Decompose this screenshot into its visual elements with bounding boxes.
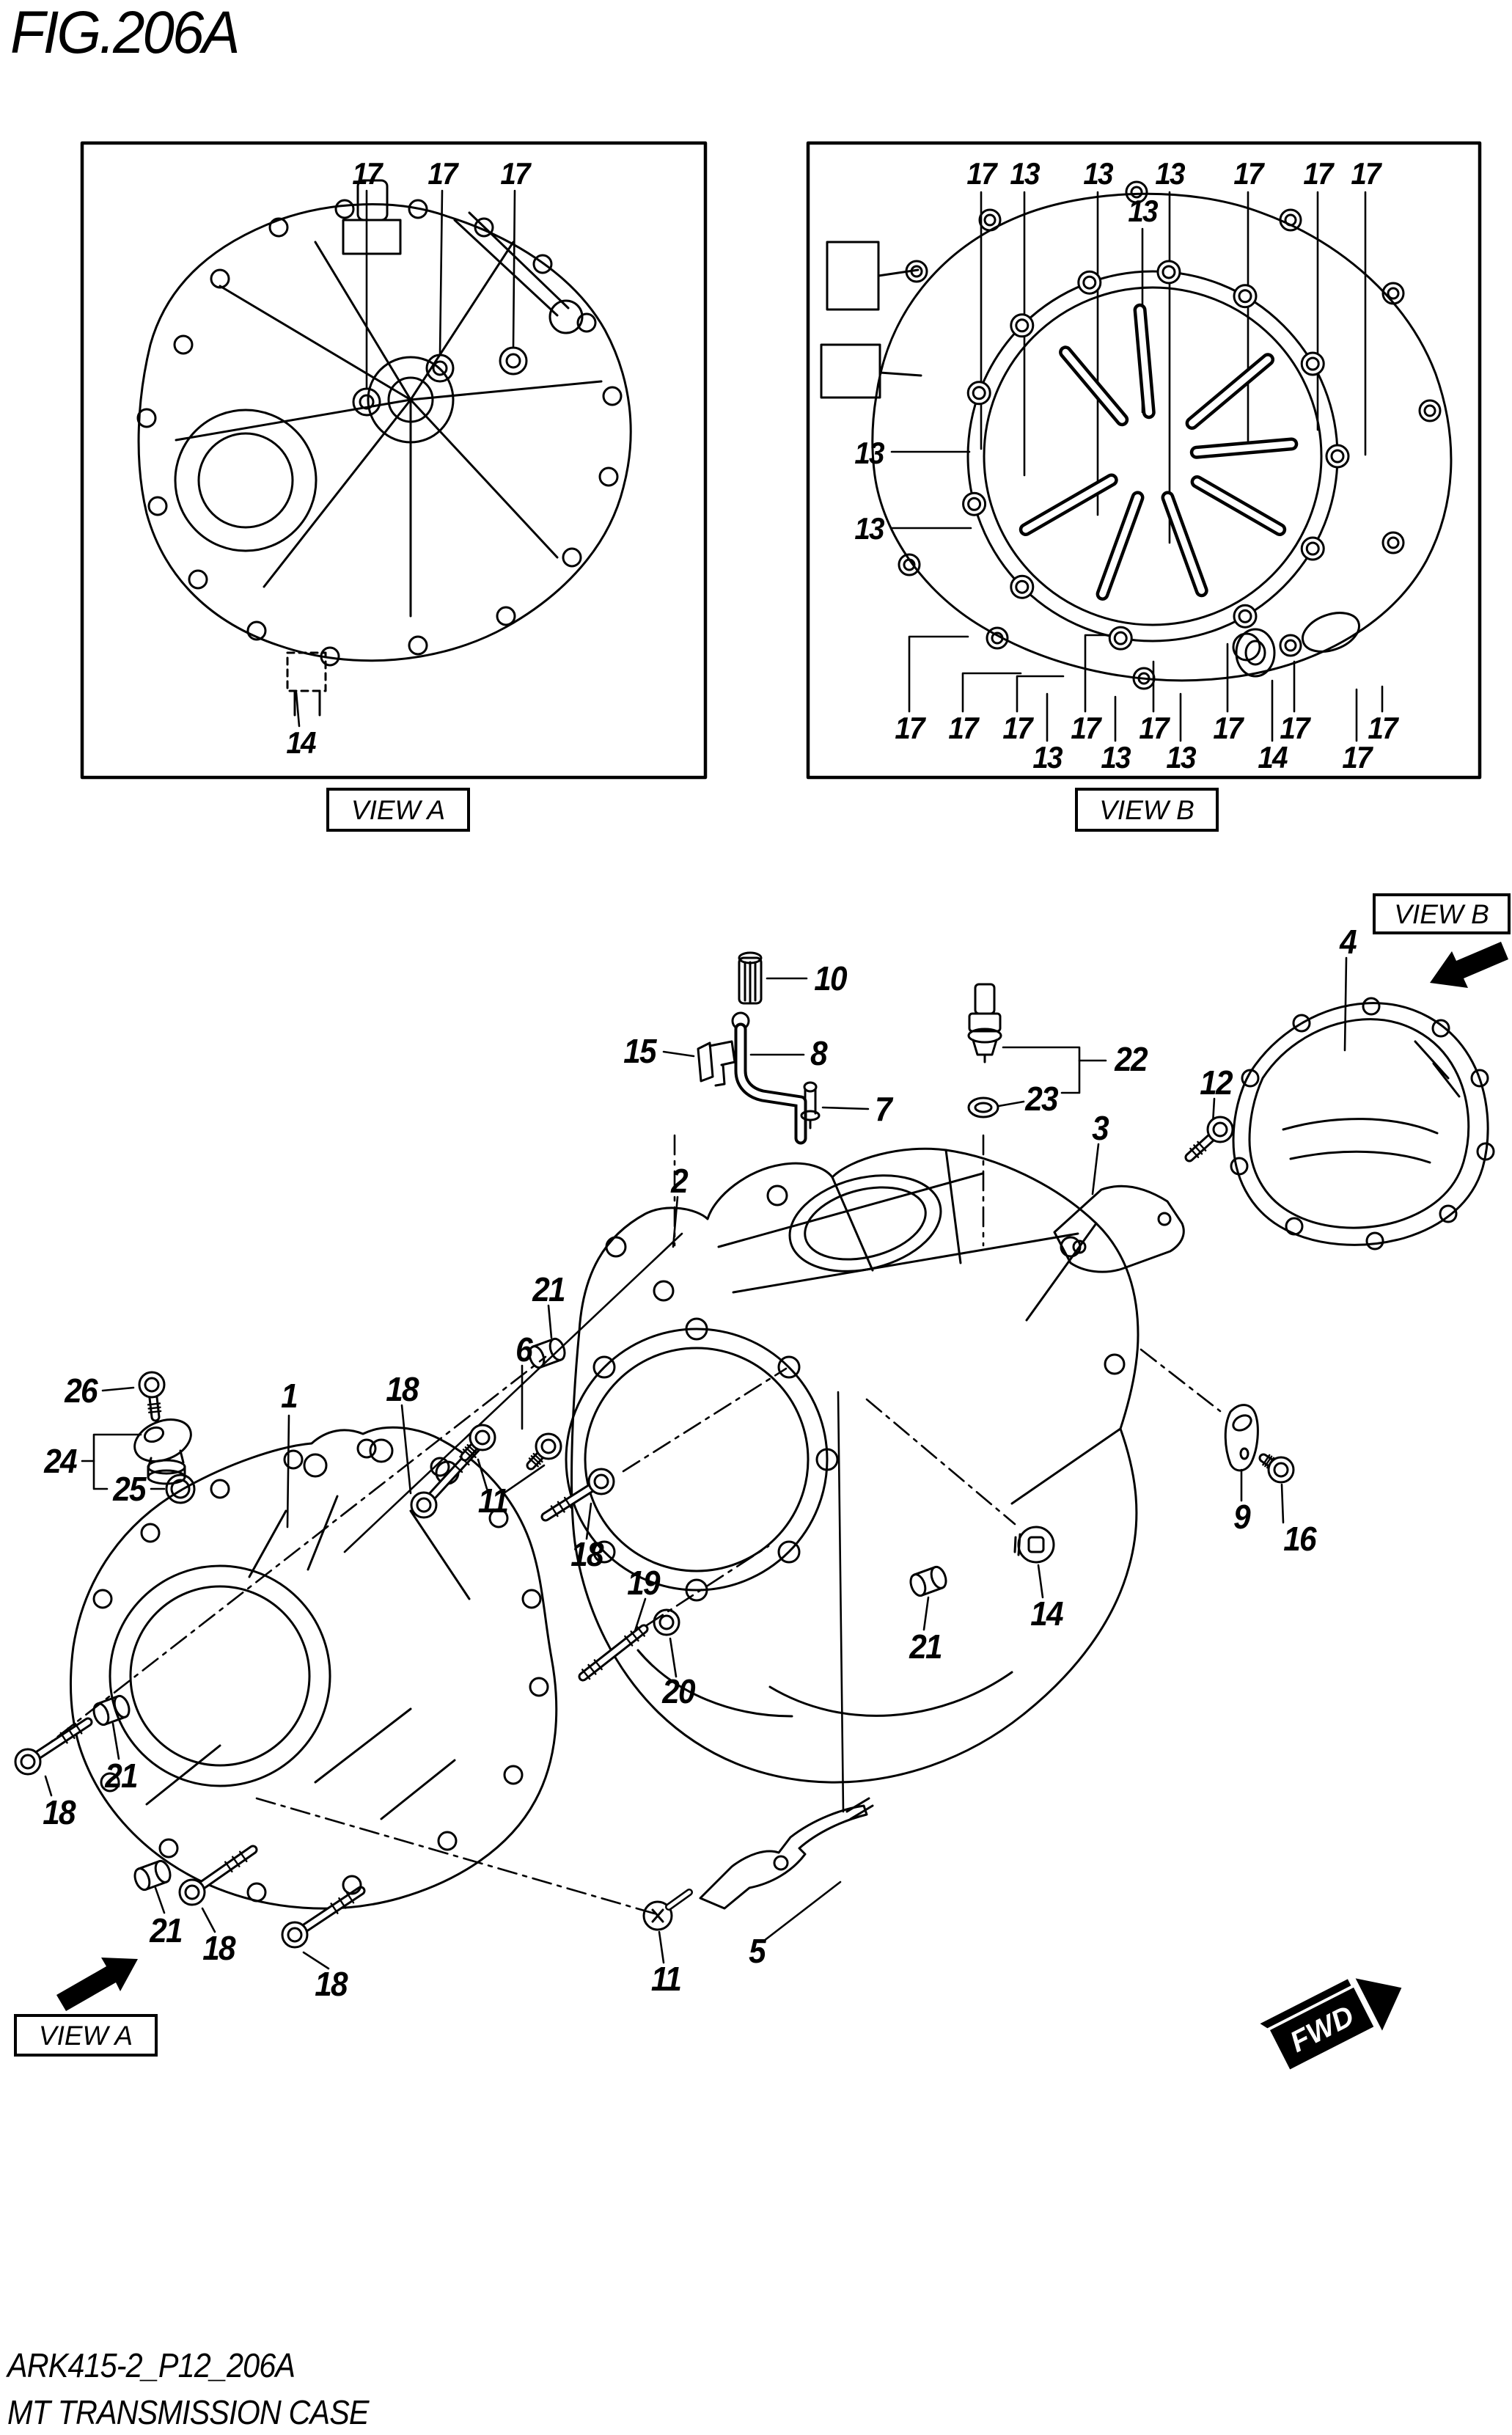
callout-11: 11	[477, 1482, 509, 1520]
callout-13: 13	[854, 436, 884, 470]
view-b-pointer-label: VIEW B	[1373, 893, 1511, 934]
callout-13: 13	[1010, 156, 1040, 191]
callout-21: 21	[532, 1270, 565, 1308]
callout-17: 17	[1368, 711, 1398, 745]
callout-14: 14	[1258, 740, 1288, 775]
view-b-direction-arrow	[1430, 942, 1508, 988]
callout-18: 18	[315, 1965, 348, 2003]
small-parts-art	[133, 951, 1259, 1931]
callout-5: 5	[749, 1932, 766, 1970]
callout-13: 13	[1166, 740, 1196, 775]
drawing-code: ARK415-2_P12_206A	[7, 2346, 296, 2384]
fwd-arrow: FWD	[1260, 1978, 1402, 2070]
callout-17: 17	[1071, 711, 1101, 745]
callout-9: 9	[1233, 1498, 1251, 1536]
callout-14: 14	[1030, 1594, 1063, 1633]
callout-13: 13	[1155, 156, 1185, 191]
callout-13: 13	[1128, 194, 1158, 228]
callout-3: 3	[1092, 1109, 1109, 1147]
view-a-direction-arrow	[56, 1958, 138, 2011]
view-a-box-label: VIEW A	[326, 788, 470, 832]
callout-13: 13	[854, 511, 884, 546]
callout-8: 8	[810, 1034, 828, 1072]
callout-17: 17	[1213, 711, 1243, 745]
callout-17: 17	[427, 156, 458, 191]
view-a-box-art	[80, 141, 708, 780]
callout-17: 17	[1342, 740, 1372, 775]
callout-21: 21	[150, 1911, 183, 1949]
callout-17: 17	[895, 711, 925, 745]
transmission-case-right-art	[565, 1147, 1139, 1784]
callout-11: 11	[650, 1960, 682, 1998]
callout-17: 17	[966, 156, 997, 191]
leader-lines	[44, 189, 1384, 1970]
callout-13: 13	[1083, 156, 1113, 191]
callout-25: 25	[113, 1470, 146, 1508]
callout-13: 13	[1032, 740, 1063, 775]
callout-20: 20	[662, 1672, 695, 1710]
callout-22: 22	[1115, 1040, 1148, 1078]
callout-21: 21	[105, 1757, 138, 1795]
callout-17: 17	[1351, 156, 1381, 191]
callout-17: 17	[500, 156, 530, 191]
callout-2: 2	[671, 1162, 689, 1200]
callout-17: 17	[1139, 711, 1169, 745]
callout-17: 17	[948, 711, 978, 745]
callout-10: 10	[814, 959, 847, 997]
callout-18: 18	[570, 1535, 603, 1573]
callout-14: 14	[286, 725, 316, 760]
transmission-case-left-art	[70, 1426, 558, 1910]
callout-6: 6	[515, 1330, 533, 1369]
callout-4: 4	[1340, 923, 1357, 961]
centerlines	[28, 1134, 1222, 1916]
callout-23: 23	[1025, 1080, 1058, 1118]
callout-24: 24	[44, 1442, 77, 1480]
callout-7: 7	[875, 1090, 892, 1128]
callout-13: 13	[1101, 740, 1131, 775]
figure-title: FIG.206A	[10, 0, 240, 66]
callout-21: 21	[909, 1627, 942, 1666]
callout-17: 17	[1280, 711, 1310, 745]
callout-17: 17	[1233, 156, 1263, 191]
callout-16: 16	[1283, 1520, 1316, 1558]
callout-18: 18	[202, 1929, 235, 1967]
callout-26: 26	[65, 1372, 98, 1410]
view-b-box-label: VIEW B	[1075, 788, 1219, 832]
callout-17: 17	[1002, 711, 1032, 745]
callout-18: 18	[386, 1370, 419, 1408]
callout-12: 12	[1200, 1063, 1233, 1102]
bell-cover-art	[1232, 1002, 1489, 1246]
callout-1: 1	[281, 1377, 298, 1415]
callout-15: 15	[623, 1032, 656, 1070]
view-a-pointer-label: VIEW A	[14, 2014, 158, 2057]
callout-17: 17	[352, 156, 382, 191]
callout-19: 19	[627, 1564, 660, 1602]
callout-17: 17	[1303, 156, 1333, 191]
callout-18: 18	[43, 1793, 76, 1831]
drawing-title: MT TRANSMISSION CASE	[7, 2393, 370, 2431]
hardware-parts	[14, 180, 1495, 1949]
